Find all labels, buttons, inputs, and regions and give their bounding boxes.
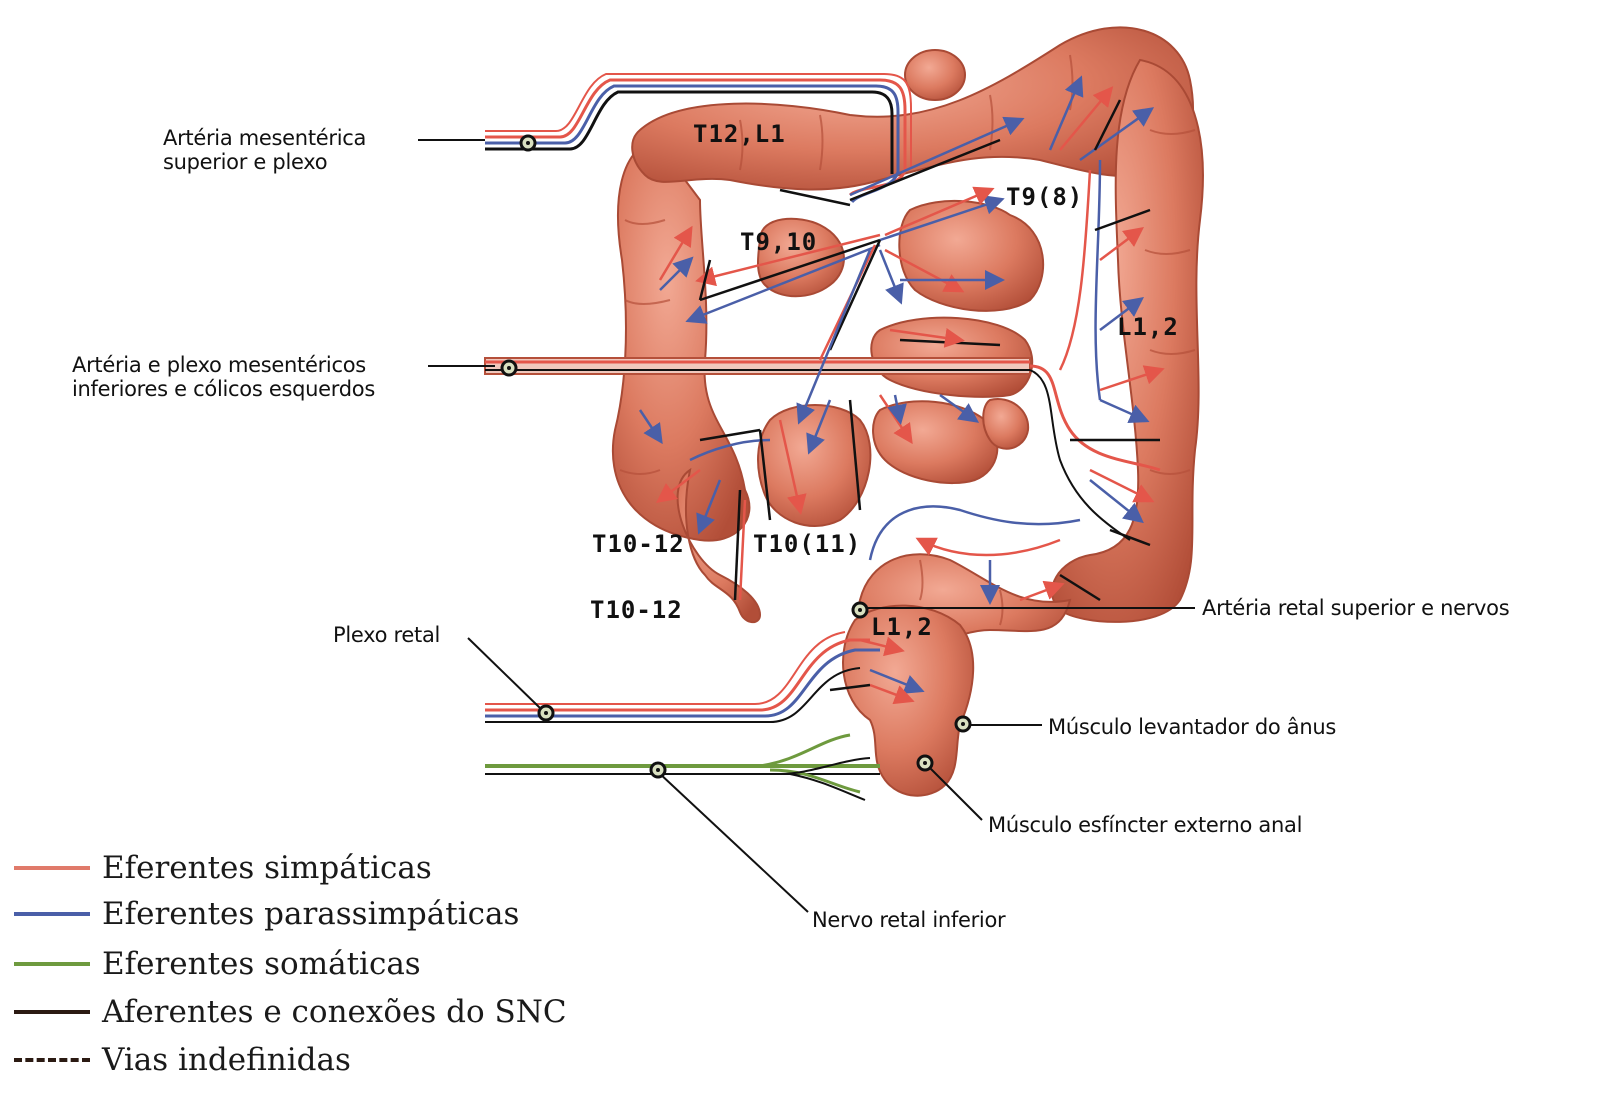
callout-sma: Artéria mesentérica superior e plexo	[163, 126, 366, 174]
legend-item-undefined: Vias indefinidas	[14, 1040, 351, 1080]
segment-label-l1-2-bottom: L1,2	[871, 613, 933, 641]
callout-sma-line1: Artéria mesentérica	[163, 126, 366, 150]
marker-sphincter	[918, 756, 932, 770]
callout-levator-ani: Músculo levantador do ânus	[1048, 715, 1336, 739]
marker-ima	[502, 361, 516, 375]
callout-external-anal-sphincter: Músculo esfíncter externo anal	[988, 813, 1302, 837]
callout-sma-line2: superior e plexo	[163, 150, 366, 174]
legend-item-afferent: Aferentes e conexões do SNC	[14, 992, 567, 1032]
marker-rectal-plexus	[539, 706, 553, 720]
legend-label-parasympathetic: Eferentes parassimpáticas	[102, 896, 519, 932]
ileum-loop-4	[983, 399, 1028, 449]
segment-label-t10-12-b: T10-12	[590, 596, 683, 624]
legend-item-parasympathetic: Eferentes parassimpáticas	[14, 894, 519, 934]
ileum-loop-3	[758, 405, 870, 526]
marker-sra	[853, 603, 867, 617]
legend-swatch-parasympathetic	[14, 912, 90, 916]
callout-sra: Artéria retal superior e nervos	[1202, 596, 1509, 620]
segment-label-t9-10: T9,10	[740, 228, 817, 256]
segment-label-t12-l1: T12,L1	[693, 120, 786, 148]
marker-inferior-rectal-nerve	[651, 763, 665, 777]
somatic-bundle	[485, 735, 880, 800]
legend-label-undefined: Vias indefinidas	[102, 1042, 351, 1078]
callout-ima: Artéria e plexo mesentéricos inferiores …	[72, 353, 375, 401]
transverse-colon	[632, 27, 1193, 189]
callout-inferior-rectal-nerve: Nervo retal inferior	[812, 908, 1005, 932]
segment-label-t10-12-a: T10-12	[592, 530, 685, 558]
legend-label-sympathetic: Eferentes simpáticas	[102, 850, 432, 886]
legend-label-somatic: Eferentes somáticas	[102, 946, 421, 982]
marker-sma	[521, 136, 535, 150]
jejunum-loop-2	[899, 201, 1043, 311]
callout-ima-line1: Artéria e plexo mesentéricos	[72, 353, 375, 377]
callout-ima-line2: inferiores e cólicos esquerdos	[72, 377, 375, 401]
segment-label-t10-11: T10(11)	[753, 530, 861, 558]
marker-levator	[956, 717, 970, 731]
colon-haustra-bump	[905, 50, 965, 100]
legend-swatch-somatic	[14, 962, 90, 966]
legend-swatch-undefined	[14, 1058, 90, 1062]
legend-swatch-sympathetic	[14, 866, 90, 870]
legend-label-afferent: Aferentes e conexões do SNC	[102, 994, 567, 1030]
segment-label-l1-2-top: L1,2	[1117, 313, 1179, 341]
legend-item-sympathetic: Eferentes simpáticas	[14, 848, 432, 888]
callout-rectal-plexus: Plexo retal	[333, 623, 440, 647]
legend-swatch-afferent	[14, 1010, 90, 1014]
legend-item-somatic: Eferentes somáticas	[14, 944, 421, 984]
segment-label-t9-8: T9(8)	[1006, 183, 1083, 211]
